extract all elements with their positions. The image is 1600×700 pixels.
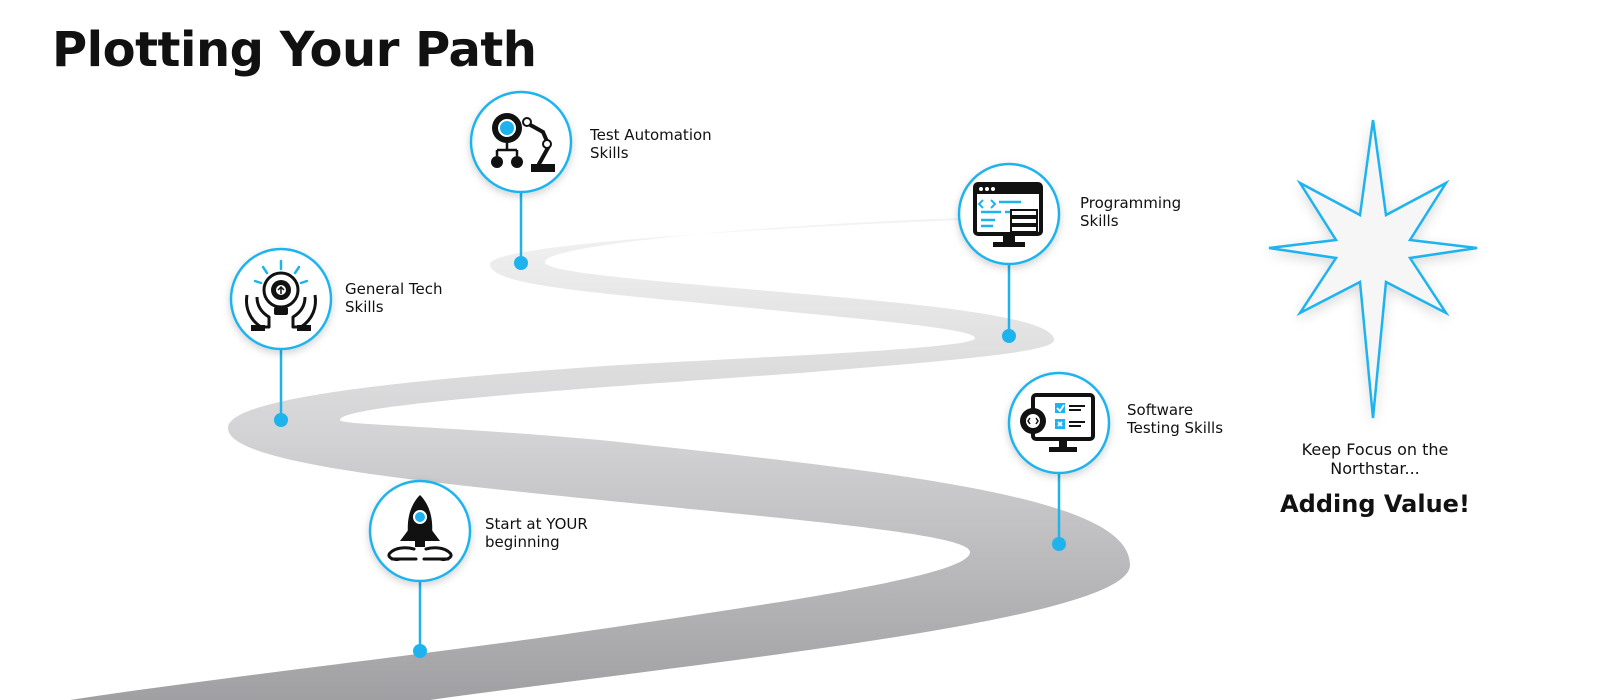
milestone-3 (469, 90, 573, 194)
milestone-4 (957, 162, 1061, 266)
label-line: Test Automation (590, 126, 712, 144)
milestone-dot (413, 644, 427, 658)
milestone-dot (274, 413, 288, 427)
connector-5 (1052, 474, 1066, 551)
milestone-label-2: General Tech Skills (345, 280, 442, 316)
label-line: beginning (485, 533, 560, 551)
label-line: Skills (1080, 212, 1119, 230)
code-monitor-icon (973, 182, 1043, 247)
milestone-label-1: Start at YOUR beginning (485, 515, 588, 551)
testing-monitor-icon (1020, 393, 1095, 452)
winding-road (70, 218, 1130, 700)
northstar-caption: Keep Focus on the Northstar... Adding Va… (1270, 440, 1480, 518)
robot-arm-icon (491, 113, 555, 172)
label-line: Skills (345, 298, 384, 316)
star-icon (1268, 119, 1478, 419)
label-line: Start at YOUR (485, 515, 588, 533)
connector-2 (274, 350, 288, 427)
northstar-goal: Adding Value! (1280, 490, 1470, 518)
label-line: Skills (590, 144, 629, 162)
milestone-dot (1052, 537, 1066, 551)
connector-4 (1002, 265, 1016, 343)
milestone-label-4: Programming Skills (1080, 194, 1181, 230)
label-line: Programming (1080, 194, 1182, 212)
label-line: General Tech (345, 280, 443, 298)
connector-1 (413, 582, 427, 658)
label-line: Software (1127, 401, 1194, 419)
page-title: Plotting Your Path (52, 22, 537, 78)
northstar-star (1268, 119, 1478, 419)
lightbulb-hands-icon (245, 259, 317, 331)
milestone-5 (1007, 371, 1111, 475)
milestone-label-5: Software Testing Skills (1127, 401, 1223, 437)
rocket-icon (387, 495, 453, 561)
milestone-dot (1002, 329, 1016, 343)
northstar-text: Keep Focus on the Northstar... (1301, 440, 1449, 478)
milestone-label-3: Test Automation Skills (590, 126, 712, 162)
milestone-dot (514, 256, 528, 270)
milestone-1 (368, 479, 472, 583)
label-line: Testing Skills (1127, 419, 1224, 437)
connector-3 (514, 193, 528, 270)
milestone-2 (229, 247, 333, 351)
